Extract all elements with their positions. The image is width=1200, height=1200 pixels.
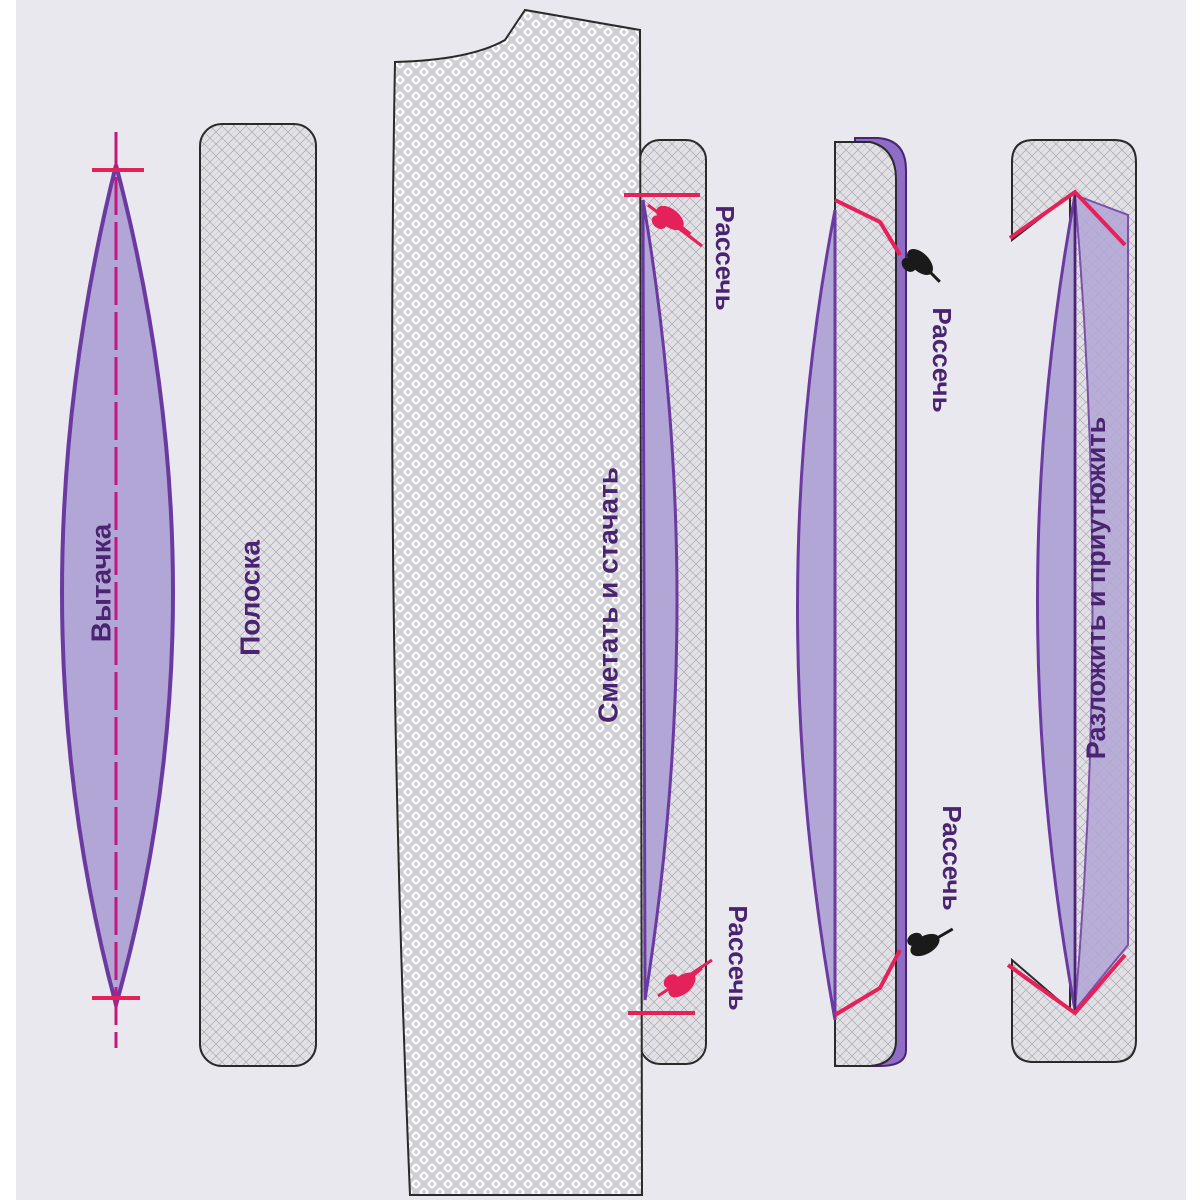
garment-panel [391, 8, 644, 1196]
scissors-icon [901, 249, 941, 283]
folded-strip [834, 141, 897, 1067]
cut-label-top: Рассечь [710, 205, 740, 310]
cut-label-bottom: Рассечь [723, 905, 753, 1010]
pressed-top-v [1008, 189, 1127, 247]
baste-stitch-label: Сметать и стачать [592, 467, 623, 723]
strip-shape [199, 123, 317, 1067]
dart-label: Вытачка [85, 523, 116, 642]
folded-dart-shape [796, 209, 837, 1021]
garment-figure: Сметать и стачать Рассечь Рассечь [391, 8, 753, 1196]
pressed-figure: Разложить и приутюжить [1006, 139, 1137, 1063]
scissors-icon [651, 205, 692, 236]
stitched-dart [641, 199, 679, 1001]
folded-figure: Рассечь Рассечь [796, 137, 967, 1067]
pressed-bottom-v [1006, 953, 1127, 1016]
scissors-icon [663, 967, 703, 998]
folded-bottom-cut [833, 949, 902, 1017]
strip-label: Полоска [234, 540, 265, 656]
press-open-label: Разложить и приутюжить [1081, 417, 1111, 759]
dart-figure: Вытачка [60, 132, 175, 1048]
cut-label-folded-top: Рассечь [927, 307, 957, 412]
pressed-dart-right [1073, 193, 1129, 1014]
cut-label-folded-bottom: Рассечь [937, 805, 967, 910]
strip-figure: Полоска [199, 123, 317, 1067]
scissors-icon [907, 927, 954, 957]
pressed-dart-left [1036, 194, 1077, 1011]
folded-top-cut [834, 198, 902, 257]
